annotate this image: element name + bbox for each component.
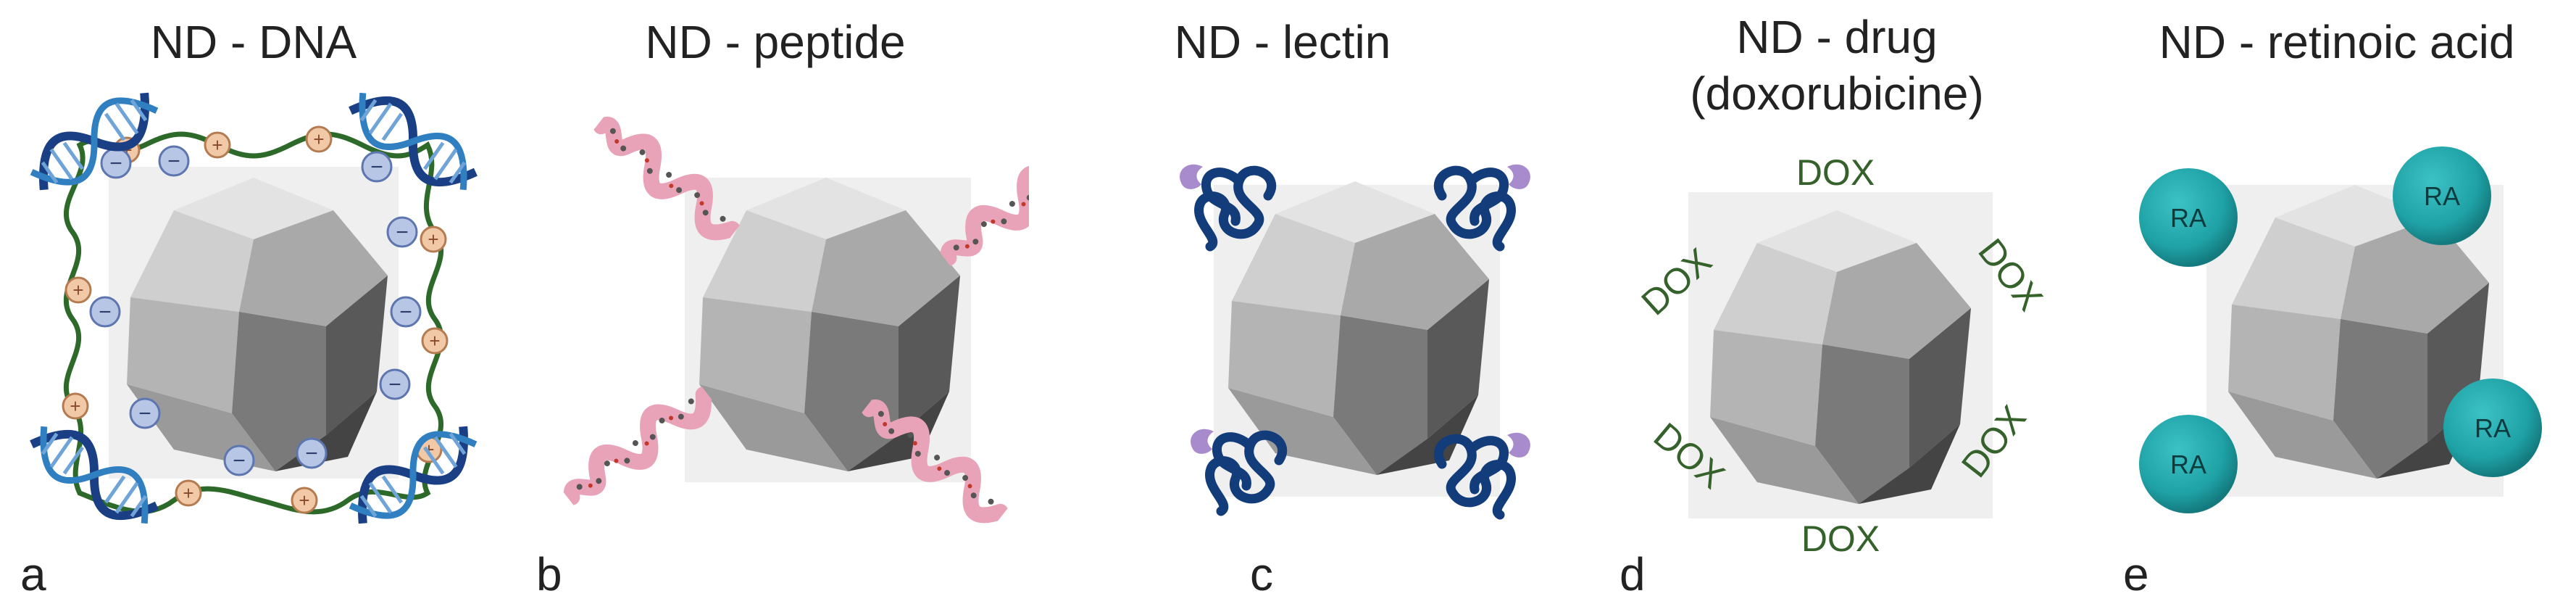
svg-text:−: − (396, 220, 409, 244)
positive-charges (62, 125, 449, 514)
svg-text:−: − (399, 300, 412, 324)
svg-text:−: − (99, 300, 112, 324)
panel-title: ND - peptide (645, 16, 906, 68)
panel-nd-peptide: ND - peptide b (522, 0, 1029, 612)
svg-text:+: + (429, 330, 440, 352)
panel-letter: b (536, 548, 562, 600)
panel-title-line1: ND - drug (1736, 11, 1938, 63)
nd-peptide-illustration (522, 0, 1029, 612)
svg-text:+: + (72, 279, 83, 301)
nd-lectin-illustration (1029, 0, 1536, 612)
svg-text:+: + (428, 228, 438, 250)
panel-title: ND - lectin (1174, 16, 1391, 68)
dox-label-top: DOX (1796, 152, 1875, 193)
svg-text:−: − (109, 152, 122, 175)
ra-bottom-left (2139, 415, 2238, 513)
panel-title: ND - drug (doxorubicine) (1583, 9, 2091, 122)
svg-text:+: + (183, 482, 193, 504)
panel-title: ND - retinoic acid (2159, 16, 2515, 68)
nd-retinoic-acid-illustration: RA RA RA RA (2139, 146, 2542, 513)
ra-top-left (2139, 168, 2238, 267)
svg-text:+: + (299, 489, 309, 511)
panel-nd-drug: ND - drug (doxorubicine) DOX DOX DOX DOX… (1583, 0, 2091, 612)
svg-text:−: − (233, 449, 246, 473)
svg-text:+: + (313, 128, 324, 150)
polymer-chain (63, 131, 444, 515)
svg-text:−: − (167, 149, 180, 173)
dox-label-bottom: DOX (1801, 518, 1880, 559)
retinoic-acid-molecules (2139, 146, 2542, 513)
svg-text:−: − (370, 155, 383, 179)
panel-nd-dna: ND - DNA + + + + (0, 0, 507, 612)
svg-text:+: + (212, 134, 222, 156)
svg-text:RA: RA (2424, 181, 2460, 211)
panel-letter: a (20, 548, 46, 600)
panel-nd-retinoic-acid: ND - retinoic acid RA RA RA (2087, 0, 2572, 612)
nd-drug-illustration: DOX DOX DOX DOX DOX DOX (1634, 152, 2051, 559)
negative-charges (89, 145, 422, 476)
panel-title: ND - DNA (150, 16, 357, 68)
ra-top-right (2393, 146, 2491, 245)
svg-text:−: − (138, 402, 151, 426)
svg-text:+: + (70, 395, 80, 417)
ra-bottom-right (2443, 379, 2542, 477)
svg-text:−: − (305, 442, 318, 466)
panel-letter: c (1250, 548, 1273, 600)
svg-text:−: − (388, 373, 401, 397)
panel-letter: d (1620, 548, 1646, 600)
panel-nd-lectin: ND - lectin c (1029, 0, 1536, 612)
svg-text:RA: RA (2170, 203, 2206, 233)
svg-text:RA: RA (2170, 450, 2206, 479)
panel-title-line2: (doxorubicine) (1690, 67, 1984, 120)
nd-dna-illustration: + + + + + + + + + + (0, 0, 507, 612)
svg-text:RA: RA (2475, 413, 2511, 443)
panel-letter: e (2123, 548, 2149, 600)
